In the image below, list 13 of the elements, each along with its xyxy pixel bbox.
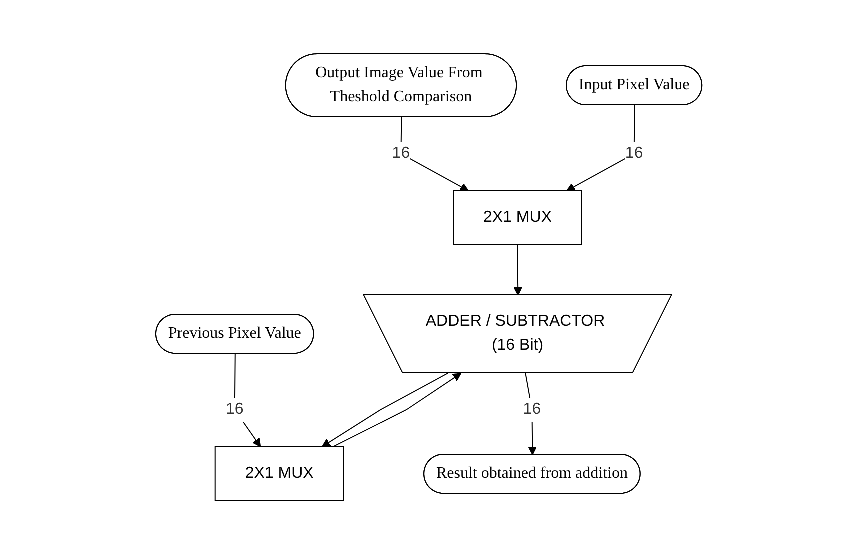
edge-label: 16 (626, 144, 644, 162)
node-box: 2X1 MUX (453, 190, 583, 246)
arrow (322, 373, 449, 448)
node-box: 2X1 MUX (215, 446, 345, 502)
edge-label: 16 (226, 400, 244, 418)
edge-label: 16 (392, 144, 411, 162)
edge-label: 16 (524, 400, 542, 418)
arrow (526, 373, 538, 456)
arrow (234, 354, 262, 448)
arrow (333, 373, 462, 448)
arrow (566, 105, 636, 192)
arrow (401, 117, 470, 192)
arrow (514, 244, 523, 296)
